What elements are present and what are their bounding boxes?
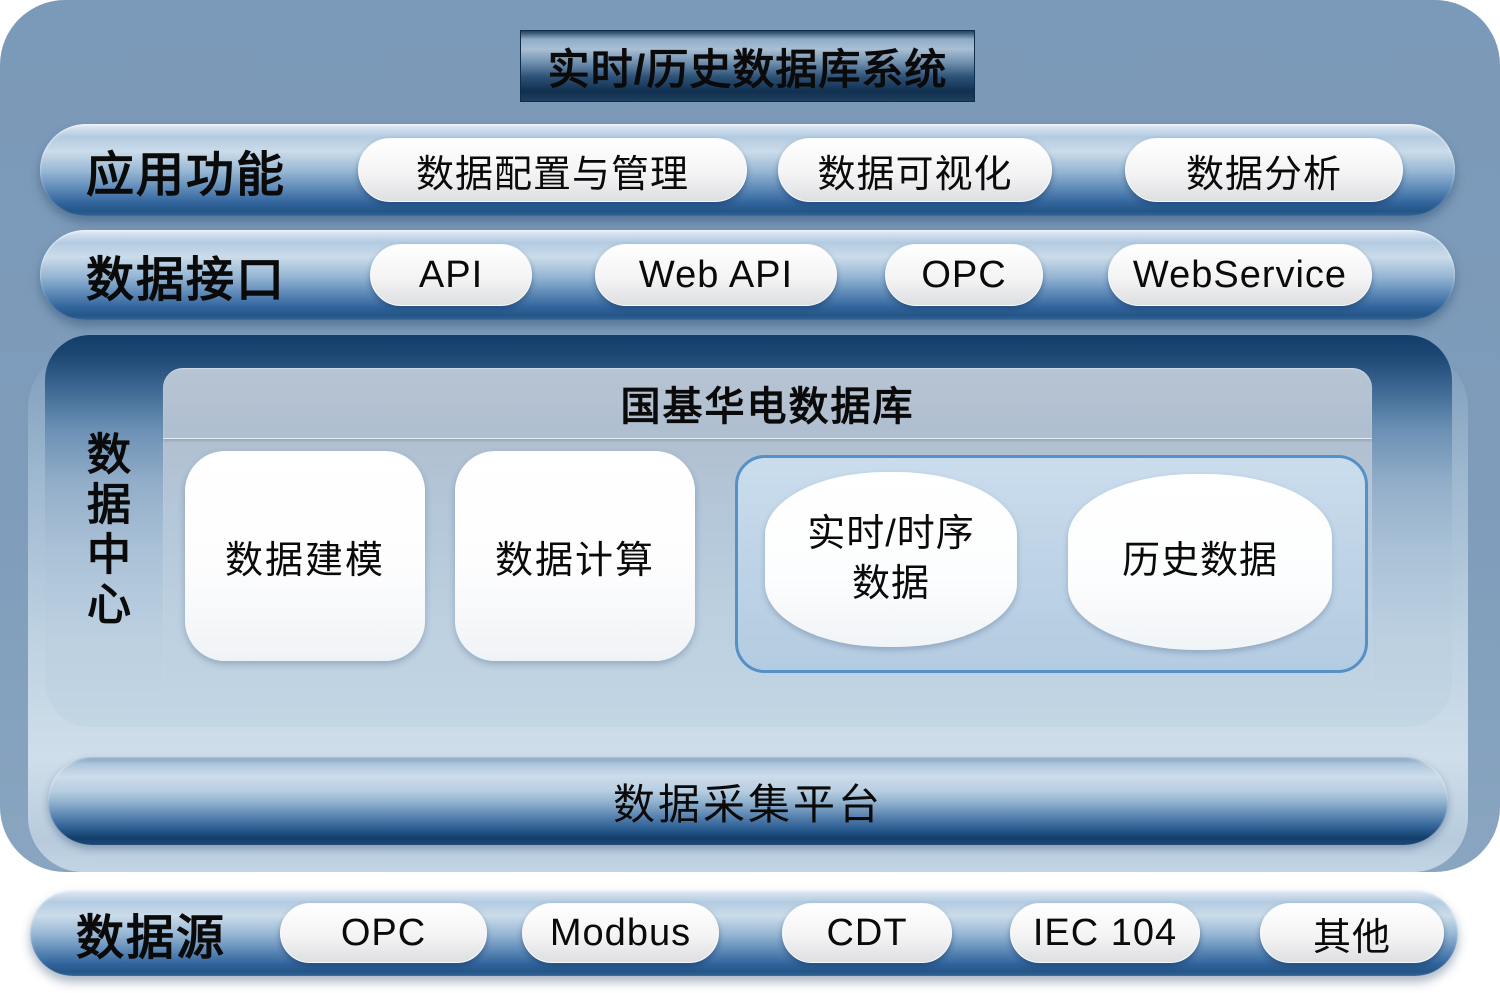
pill-opc-interface: OPC — [885, 244, 1043, 306]
database-panel-title: 国基华电数据库 — [163, 368, 1372, 439]
module-data-computing: 数据计算 — [455, 451, 695, 661]
pill-webservice: WebService — [1108, 244, 1372, 306]
application-functions-bar: 应用功能 数据配置与管理 数据可视化 数据分析 — [40, 124, 1455, 216]
storage-realtime-timeseries: 实时/时序数据 — [765, 472, 1017, 647]
data-collection-platform-label: 数据采集平台 — [612, 780, 883, 828]
data-source-label: 数据源 — [76, 912, 227, 965]
data-interface-bar: 数据接口 API Web API OPC WebService — [40, 230, 1455, 320]
data-source-bar: 数据源 OPC Modbus CDT IEC 104 其他 — [30, 890, 1458, 976]
pill-data-visualization: 数据可视化 — [778, 138, 1052, 202]
pill-modbus: Modbus — [522, 903, 719, 963]
pill-cdt: CDT — [782, 903, 952, 963]
system-title-bar: 实时/历史数据库系统 — [520, 30, 975, 102]
module-data-modeling: 数据建模 — [185, 451, 425, 661]
system-title: 实时/历史数据库系统 — [547, 45, 948, 93]
pill-other: 其他 — [1260, 903, 1444, 963]
pill-iec-104: IEC 104 — [1010, 903, 1200, 963]
pill-data-analysis: 数据分析 — [1125, 138, 1403, 202]
data-center-label: 数据中心 — [80, 431, 129, 631]
data-interface-label: 数据接口 — [86, 254, 287, 307]
storage-historical-data: 历史数据 — [1068, 474, 1332, 650]
pill-opc-source: OPC — [280, 903, 487, 963]
pill-api: API — [370, 244, 532, 306]
application-functions-label: 应用功能 — [86, 149, 287, 202]
pill-web-api: Web API — [595, 244, 837, 306]
data-collection-platform-bar: 数据采集平台 — [48, 757, 1448, 845]
pill-data-config-management: 数据配置与管理 — [358, 138, 747, 202]
